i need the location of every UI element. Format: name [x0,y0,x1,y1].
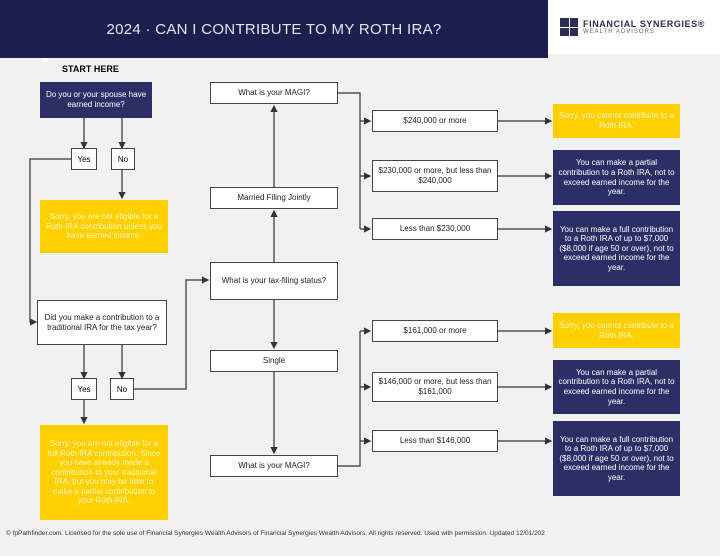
start-label: START HERE [62,64,119,74]
single-result-2: You can make a partial contribution to a… [553,360,680,414]
single-range-3: Less than $146,000 [372,430,498,452]
mfj-range-3: Less than $230,000 [372,218,498,240]
single-range-1: $161,000 or more [372,320,498,342]
mfj-result-1: Sorry, you cannot contribute to a Roth I… [553,104,680,138]
not-eligible-result: Sorry, you are not eligible for a Roth I… [40,200,168,253]
traditional-ira-question: Did you make a contribution to a traditi… [37,300,167,345]
filing-status-question: What is your tax-filing status? [210,262,338,300]
logo-name: FINANCIAL SYNERGIES® [583,19,705,29]
earned-income-question: Do you or your spouse have earned income… [40,82,152,118]
logo: FINANCIAL SYNERGIES®WEALTH ADVISORS [548,0,720,54]
q2-yes: Yes [71,378,97,400]
mfj-range-1: $240,000 or more [372,110,498,132]
q1-no: No [111,148,135,170]
partial-eligible-result: Sorry, you are not eligible for a full R… [40,425,168,520]
q2-no: No [110,378,134,400]
q1-yes: Yes [71,148,97,170]
page-title: 2024 · CAN I CONTRIBUTE TO MY ROTH IRA? [0,0,548,58]
magi-question-mfj: What is your MAGI? [210,82,338,104]
single-range-2: $146,000 or more, but less than $161,000 [372,372,498,402]
mfj-result-2: You can make a partial contribution to a… [553,150,680,205]
logo-icon [560,18,578,36]
single-result-3: You can make a full contribution to a Ro… [553,421,680,496]
logo-sub: WEALTH ADVISORS [583,29,655,35]
mfj-result-3: You can make a full contribution to a Ro… [553,211,680,286]
single-status: Single [210,350,338,372]
footer-text: © fpPathfinder.com. Licensed for the sol… [6,530,545,537]
mfj-status: Married Filing Jointly [210,187,338,209]
single-result-1: Sorry, you cannot contribute to a Roth I… [553,313,680,348]
mfj-range-2: $230,000 or more, but less than $240,000 [372,160,498,192]
magi-question-single: What is your MAGI? [210,455,338,477]
